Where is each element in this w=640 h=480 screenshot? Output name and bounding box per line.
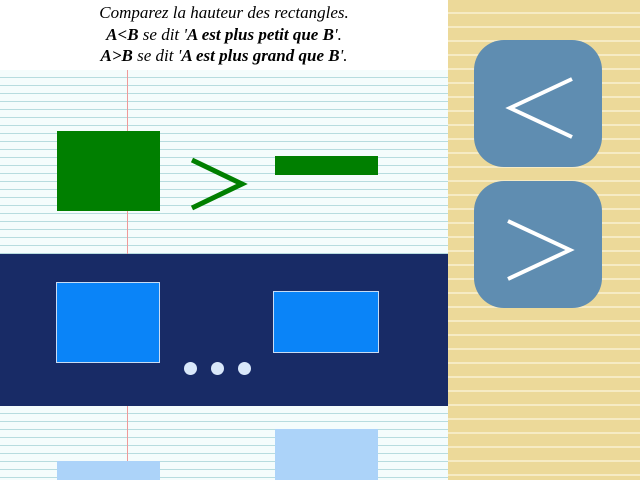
greater-than-icon (507, 219, 575, 281)
instruction-line-3-mid: se dit ' (132, 46, 182, 65)
instruction-line-2-mid: se dit ' (138, 24, 188, 44)
instructions: Comparez la hauteur des rectangles. A<B … (0, 2, 448, 67)
pending-answer-dot (238, 362, 251, 375)
exercise-paper: Comparez la hauteur des rectangles. A<B … (0, 2, 448, 480)
greater-than-button[interactable] (474, 181, 602, 308)
instruction-line-2: A<B se dit 'A est plus petit que B'. (0, 24, 448, 46)
less-phrase: A est plus petit que B (187, 24, 334, 44)
greater-symbol-text: A>B (100, 46, 133, 65)
greater-than-answer-icon (190, 157, 248, 211)
rectangle-a-current (56, 282, 160, 363)
less-symbol-text: A<B (106, 24, 139, 44)
greater-phrase: A est plus grand que B (181, 46, 340, 65)
less-than-icon (505, 77, 573, 139)
instruction-line-3: A>B se dit 'A est plus grand que B'. (0, 45, 448, 67)
rectangle-b-row-3 (275, 429, 378, 480)
rectangle-b-row-1 (275, 156, 378, 175)
instruction-line-1: Comparez la hauteur des rectangles. (99, 3, 349, 22)
instruction-line-2-end: '. (333, 24, 342, 44)
pending-answer-dot (211, 362, 224, 375)
pending-answer-dot (184, 362, 197, 375)
rectangle-a-row-1 (57, 131, 160, 211)
rectangle-b-current (273, 291, 379, 353)
rectangle-a-row-3 (57, 461, 160, 480)
instruction-line-3-end: '. (339, 46, 348, 65)
less-than-button[interactable] (474, 40, 602, 167)
